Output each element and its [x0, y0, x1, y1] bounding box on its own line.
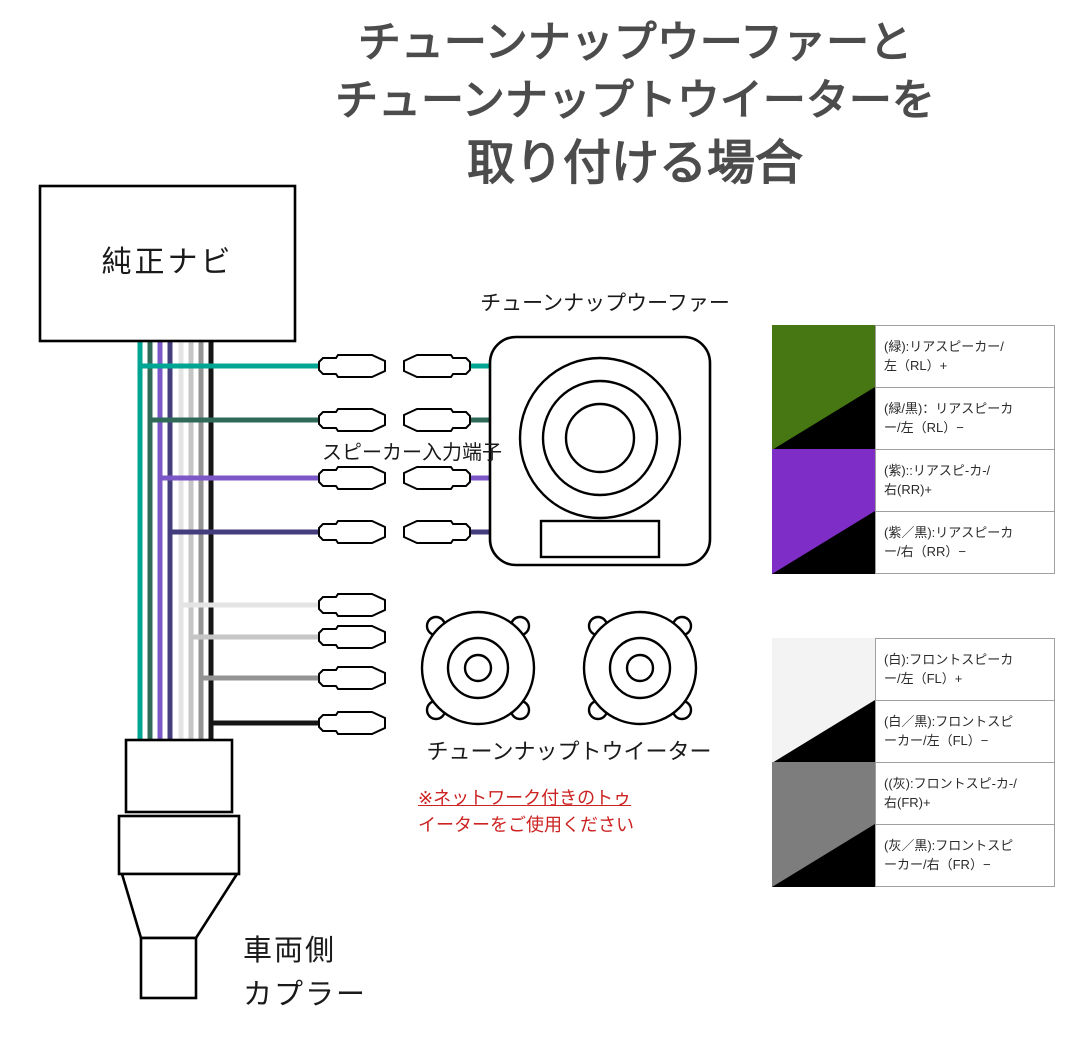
note-line-2: イーターをご使用ください [418, 815, 634, 835]
page-title-line-2: チューンナップトウイーターを [335, 77, 935, 126]
woofer-illustration [488, 335, 712, 567]
legend-label: (紫)::リアスピ-カ-/ 右(RR)+ [875, 449, 1055, 512]
spade-terminal [318, 666, 386, 690]
spade-terminal [318, 520, 386, 544]
legend-rear-speakers: (緑):リアスピーカー/ 左（RL）+ (緑/黒)：リアスピーカ ー/左（RL）… [772, 325, 1055, 574]
legend-label: (緑/黒)：リアスピーカ ー/左（RL）− [875, 387, 1055, 450]
color-swatch-green-black [772, 387, 875, 450]
coupler-illustration [117, 738, 241, 1000]
wire-bundle [137, 341, 214, 768]
branch-front-right-minus [211, 711, 386, 735]
branch-rear-right-minus [170, 520, 492, 544]
tweeter-label: チューンナップトウイーター [426, 739, 712, 764]
legend-label: (白):フロントスピーカ ー/左（FL）+ [875, 638, 1055, 701]
spade-terminal [318, 711, 386, 735]
color-swatch-gray [772, 762, 875, 825]
page-title-line-3: 取り付ける場合 [466, 136, 803, 190]
coupler-label-line-1: 車両側 [243, 935, 337, 967]
tweeter-right-illustration [582, 610, 698, 726]
legend-row-rear-left-plus: (緑):リアスピーカー/ 左（RL）+ [772, 325, 1055, 388]
legend-row-front-left-plus: (白):フロントスピーカ ー/左（FL）+ [772, 638, 1055, 701]
spade-terminal [318, 593, 386, 617]
head-unit-label: 純正ナビ [101, 245, 234, 279]
coupler-label-line-2: カプラー [243, 978, 368, 1011]
branch-front-left-minus [191, 625, 386, 649]
spade-terminal [318, 354, 386, 378]
speaker-input-terminal-label: スピーカー入力端子 [322, 442, 502, 464]
page-title: チューンナップウーファーと チューンナップトウイーターを 取り付ける場合 [290, 14, 980, 196]
legend-label: (灰／黒):フロントスピ ーカー/右（FR）− [875, 824, 1055, 887]
branch-rear-right-plus [160, 466, 492, 490]
spade-terminal [318, 625, 386, 649]
branch-rear-left-plus [140, 354, 492, 378]
tweeter-left-illustration [420, 610, 536, 726]
spade-terminal [403, 520, 471, 544]
legend-row-front-right-plus: ((灰):フロントスピ-カ-/ 右(FR)+ [772, 762, 1055, 825]
legend-label: ((灰):フロントスピ-カ-/ 右(FR)+ [875, 762, 1055, 825]
head-unit-box [38, 184, 297, 343]
network-tweeter-note: ※ネットワーク付きのトゥ イーターをご使用ください [418, 785, 634, 839]
legend-row-front-left-minus: (白／黒):フロントスピ ーカー/左（FL）− [772, 700, 1055, 763]
spade-terminal [403, 466, 471, 490]
coupler-label: 車両側 カプラー [243, 930, 367, 1017]
page-title-line-1: チューンナップウーファーと [357, 19, 913, 67]
woofer-label: チューンナップウーファー [480, 292, 730, 315]
branch-rear-left-minus [150, 408, 492, 432]
legend-label: (紫／黒):リアスピーカ ー/右（RR）− [875, 511, 1055, 574]
branch-front-right-plus [201, 666, 386, 690]
spade-terminal [318, 466, 386, 490]
color-swatch-white [772, 638, 875, 701]
legend-row-rear-left-minus: (緑/黒)：リアスピーカ ー/左（RL）− [772, 387, 1055, 450]
branch-front-left-plus [181, 593, 386, 617]
color-swatch-white-black [772, 700, 875, 763]
legend-row-front-right-minus: (灰／黒):フロントスピ ーカー/右（FR）− [772, 824, 1055, 887]
legend-row-rear-right-minus: (紫／黒):リアスピーカ ー/右（RR）− [772, 511, 1055, 574]
legend-label: (白／黒):フロントスピ ーカー/左（FL）− [875, 700, 1055, 763]
note-line-1: ※ネットワーク付きのトゥ [418, 788, 632, 808]
color-swatch-gray-black [772, 824, 875, 887]
spade-terminal [403, 408, 471, 432]
color-swatch-green [772, 325, 875, 388]
legend-row-rear-right-plus: (紫)::リアスピ-カ-/ 右(RR)+ [772, 449, 1055, 512]
color-swatch-purple [772, 449, 875, 512]
legend-label: (緑):リアスピーカー/ 左（RL）+ [875, 325, 1055, 388]
color-swatch-purple-black [772, 511, 875, 574]
spade-terminal [403, 354, 471, 378]
legend-front-speakers: (白):フロントスピーカ ー/左（FL）+ (白／黒):フロントスピ ーカー/左… [772, 638, 1055, 887]
spade-terminal [318, 408, 386, 432]
